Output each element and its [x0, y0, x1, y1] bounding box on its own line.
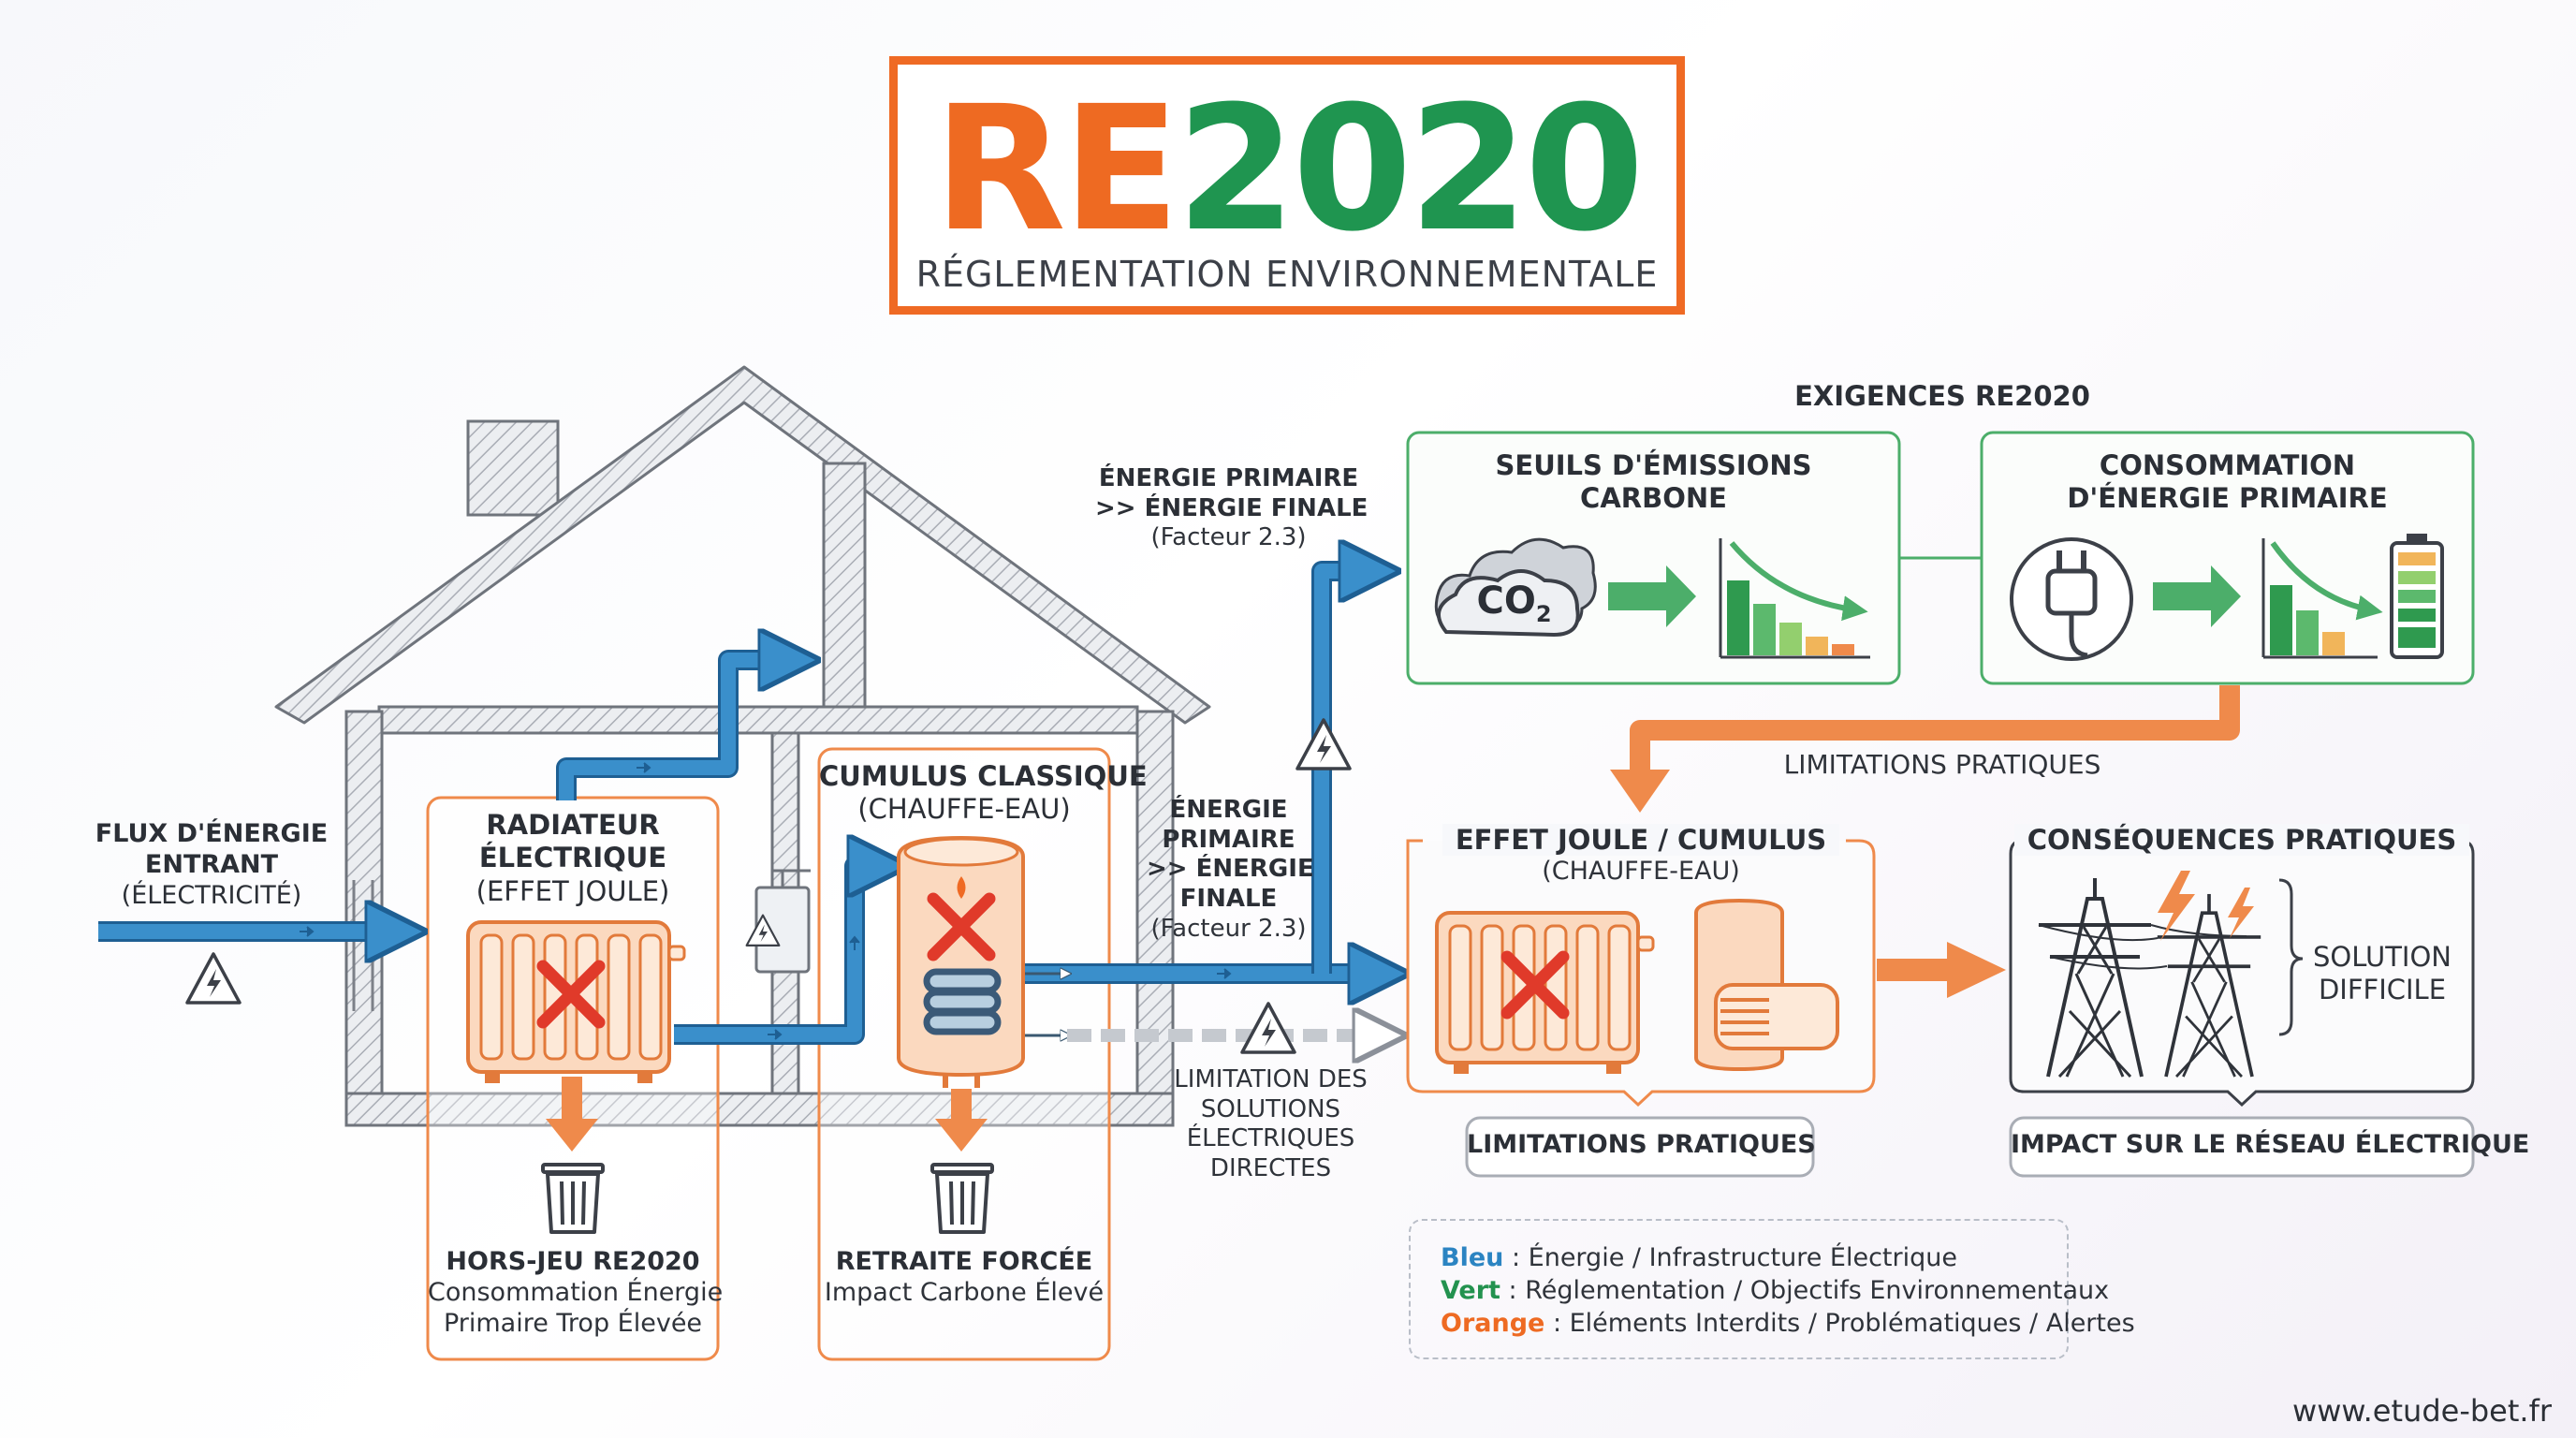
lightning-warning-icon	[185, 952, 242, 1005]
battery-icon	[2390, 534, 2444, 659]
consequences-panel	[2009, 839, 2475, 1108]
limitation-label: LIMITATION DES SOLUTIONS ÉLECTRIQUES DIR…	[1142, 1065, 1399, 1184]
legend-text: Eléments Interdits / Problématiques / Al…	[1569, 1309, 2135, 1338]
primary-title: CONSOMMATION D'ÉNERGIE PRIMAIRE	[1982, 449, 2473, 516]
primary-title-line: D'ÉNERGIE PRIMAIRE	[2067, 482, 2388, 515]
title-box: RE2020 RÉGLEMENTATION ENVIRONNEMENTALE	[889, 56, 1685, 315]
limitations-badge: LIMITATIONS PRATIQUES	[1467, 1130, 1816, 1159]
carbon-title-line: SEUILS D'ÉMISSIONS	[1495, 449, 1812, 481]
cumulus-verdict-title: RETRAITE FORCÉE	[835, 1247, 1093, 1276]
bar-chart-decrease-icon	[2261, 538, 2383, 659]
title-subtitle: RÉGLEMENTATION ENVIRONNEMENTALE	[915, 254, 1659, 295]
limitation-line: SOLUTIONS	[1200, 1094, 1341, 1123]
joule-title-text: EFFET JOULE / CUMULUS	[1442, 824, 1840, 856]
co2-subscript: 2	[1535, 601, 1552, 627]
radiator-verdict-text: Primaire Trop Élevée	[443, 1308, 703, 1338]
legend-text: Réglementation / Objectifs Environnement…	[1525, 1276, 2110, 1305]
legend-sep: :	[1500, 1276, 1526, 1305]
cumulus-title: CUMULUS CLASSIQUE (CHAUFFE-EAU)	[819, 760, 1148, 827]
consequences-title-text: CONSÉQUENCES PRATIQUES	[2013, 824, 2470, 856]
title-logo: RE2020	[898, 83, 1676, 256]
trash-icon	[541, 1163, 605, 1234]
cumulus-tank-icon	[897, 835, 1025, 1088]
flux-line: FLUX D'ÉNERGIE	[95, 819, 329, 848]
network-impact-badge: IMPACT SUR LE RÉSEAU ÉLECTRIQUE	[2011, 1130, 2530, 1159]
flow-line: >> ÉNERGIE	[1147, 855, 1314, 884]
flow-line: (Facteur 2.3)	[1150, 914, 1307, 943]
solution-label: SOLUTION DIFFICILE	[2307, 941, 2457, 1007]
title-re: RE	[933, 69, 1179, 270]
cumulus-verdict: RETRAITE FORCÉE Impact Carbone Élevé	[819, 1247, 1109, 1309]
title-year: 2020	[1176, 69, 1645, 270]
legend-sep: :	[1503, 1243, 1529, 1272]
middle-flow-label: ÉNERGIE PRIMAIRE >> ÉNERGIE FINALE (Fact…	[1147, 796, 1314, 945]
solution-line: DIFFICILE	[2318, 974, 2447, 1006]
limitation-line: ÉLECTRIQUES	[1186, 1124, 1355, 1153]
co2-cloud-icon	[1434, 537, 1597, 638]
cumulus-subtitle: (CHAUFFE-EAU)	[857, 793, 1071, 826]
bar-chart-decrease-icon	[1719, 538, 1870, 659]
legend-text: Énergie / Infrastructure Électrique	[1528, 1243, 1957, 1272]
bracket	[2278, 878, 2304, 1036]
flux-label: FLUX D'ÉNERGIE ENTRANT (ÉLECTRICITÉ)	[90, 819, 333, 912]
flow-line: >> ÉNERGIE FINALE	[1095, 493, 1368, 522]
carbon-title-line: CARBONE	[1580, 482, 1727, 515]
green-arrows	[1608, 565, 2241, 627]
flow-line: ÉNERGIE PRIMAIRE	[1098, 464, 1359, 492]
limitation-line: DIRECTES	[1209, 1154, 1332, 1183]
cumulus-verdict-text: Impact Carbone Élevé	[824, 1277, 1105, 1307]
legend-key: Orange	[1441, 1309, 1545, 1338]
radiator-title: RADIATEUR ÉLECTRIQUE (EFFET JOULE)	[428, 809, 718, 908]
limitations-arrow	[1610, 685, 2240, 813]
requirements-heading: EXIGENCES RE2020	[1794, 380, 2090, 412]
flow-line: FINALE	[1179, 885, 1278, 914]
radiator-title-line: ÉLECTRIQUE	[478, 842, 667, 874]
flux-line: ENTRANT	[144, 849, 279, 879]
legend-item-orange: Orange : Eléments Interdits / Problémati…	[1441, 1307, 2135, 1340]
limitation-line: LIMITATION DES	[1174, 1065, 1368, 1093]
carbon-title: SEUILS D'ÉMISSIONS CARBONE	[1408, 449, 1899, 516]
limitations-badge-bg	[1465, 1116, 1815, 1178]
flow-direction-marks	[300, 762, 1232, 1040]
upper-flow-label: ÉNERGIE PRIMAIRE >> ÉNERGIE FINALE (Fact…	[1095, 464, 1368, 553]
legend-sep: :	[1544, 1309, 1570, 1338]
network-impact-badge-bg	[2009, 1116, 2475, 1178]
lightning-warning-icon	[1240, 1002, 1296, 1054]
lightning-warning-icon	[1295, 718, 1352, 770]
solution-line: SOLUTION	[2313, 941, 2452, 973]
legend: Bleu : Énergie / Infrastructure Électriq…	[1409, 1219, 2135, 1359]
co2-text: CO	[1476, 580, 1536, 623]
discard-arrows	[546, 1077, 988, 1152]
legend-key: Vert	[1441, 1276, 1500, 1305]
flow-line: PRIMAIRE	[1162, 825, 1295, 854]
joule-subtitle: (CHAUFFE-EAU)	[1542, 857, 1740, 887]
consequence-arrow	[1877, 942, 2006, 998]
flow-line: ÉNERGIE	[1169, 796, 1288, 824]
footer-url[interactable]: www.etude-bet.fr	[2292, 1393, 2552, 1429]
electric-meter-icon	[745, 869, 811, 974]
radiator-verdict-text: Consommation Énergie	[428, 1277, 724, 1307]
flux-line: (ÉLECTRICITÉ)	[121, 880, 302, 910]
consequences-title: CONSÉQUENCES PRATIQUES	[2011, 824, 2473, 857]
radiator-subtitle: (EFFET JOULE)	[476, 874, 670, 907]
lightning-bolts	[2158, 871, 2254, 941]
co2-label: CO2	[1446, 579, 1582, 628]
radiator-verdict-title: HORS-JEU RE2020	[446, 1247, 700, 1276]
legend-item-blue: Bleu : Énergie / Infrastructure Électriq…	[1441, 1241, 2067, 1274]
radiator-title-line: RADIATEUR	[486, 809, 660, 841]
primary-title-line: CONSOMMATION	[2099, 449, 2356, 481]
legend-item-green: Vert : Réglementation / Objectifs Enviro…	[1441, 1274, 2109, 1307]
flow-line: (Facteur 2.3)	[1150, 523, 1307, 552]
limitations-label: LIMITATIONS PRATIQUES	[1783, 749, 2101, 780]
plug-icon	[2010, 537, 2133, 661]
power-lines	[2038, 924, 2247, 970]
cumulus-tank-icon	[1694, 898, 1839, 1072]
trash-icon	[930, 1163, 994, 1234]
cumulus-title-line: CUMULUS CLASSIQUE	[819, 760, 1148, 792]
radiator-verdict: HORS-JEU RE2020 Consommation Énergie Pri…	[428, 1247, 724, 1340]
joule-title: EFFET JOULE / CUMULUS (CHAUFFE-EAU)	[1408, 824, 1874, 888]
legend-key: Bleu	[1441, 1243, 1504, 1272]
